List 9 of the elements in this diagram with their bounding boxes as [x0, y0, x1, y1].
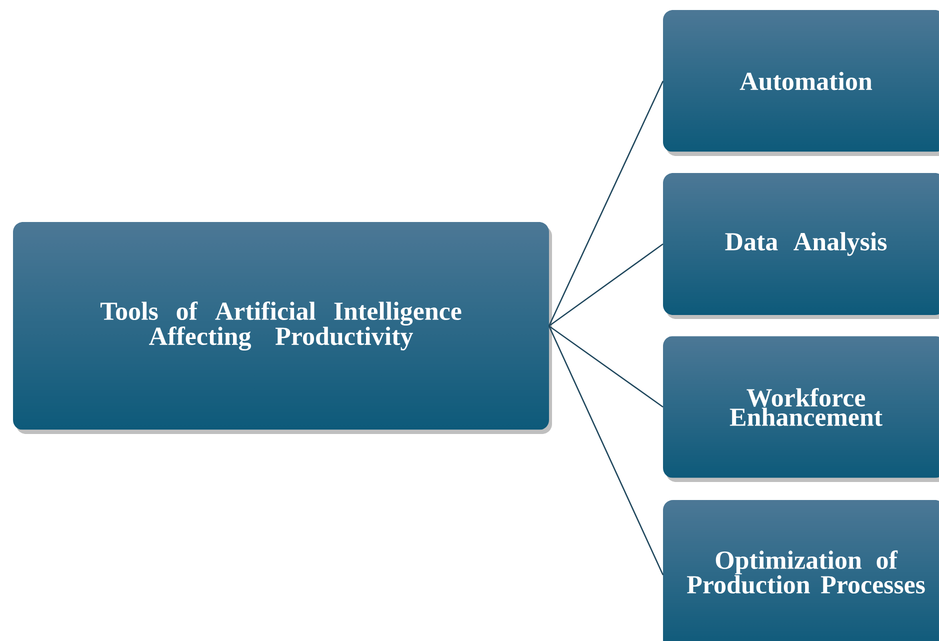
connector-line	[548, 80, 664, 326]
connector-line	[548, 326, 664, 576]
connector-line	[548, 325, 664, 408]
process-box: Tools of Artificial Intelligence Affecting Productivity	[13, 222, 552, 434]
process-box: Optimization of Production Processes	[663, 500, 939, 641]
process-box: Data Analysis	[663, 173, 939, 319]
process-box: Workforce Enhancement	[663, 336, 939, 482]
connector-line	[548, 243, 664, 327]
process-box: Automation	[663, 10, 939, 156]
